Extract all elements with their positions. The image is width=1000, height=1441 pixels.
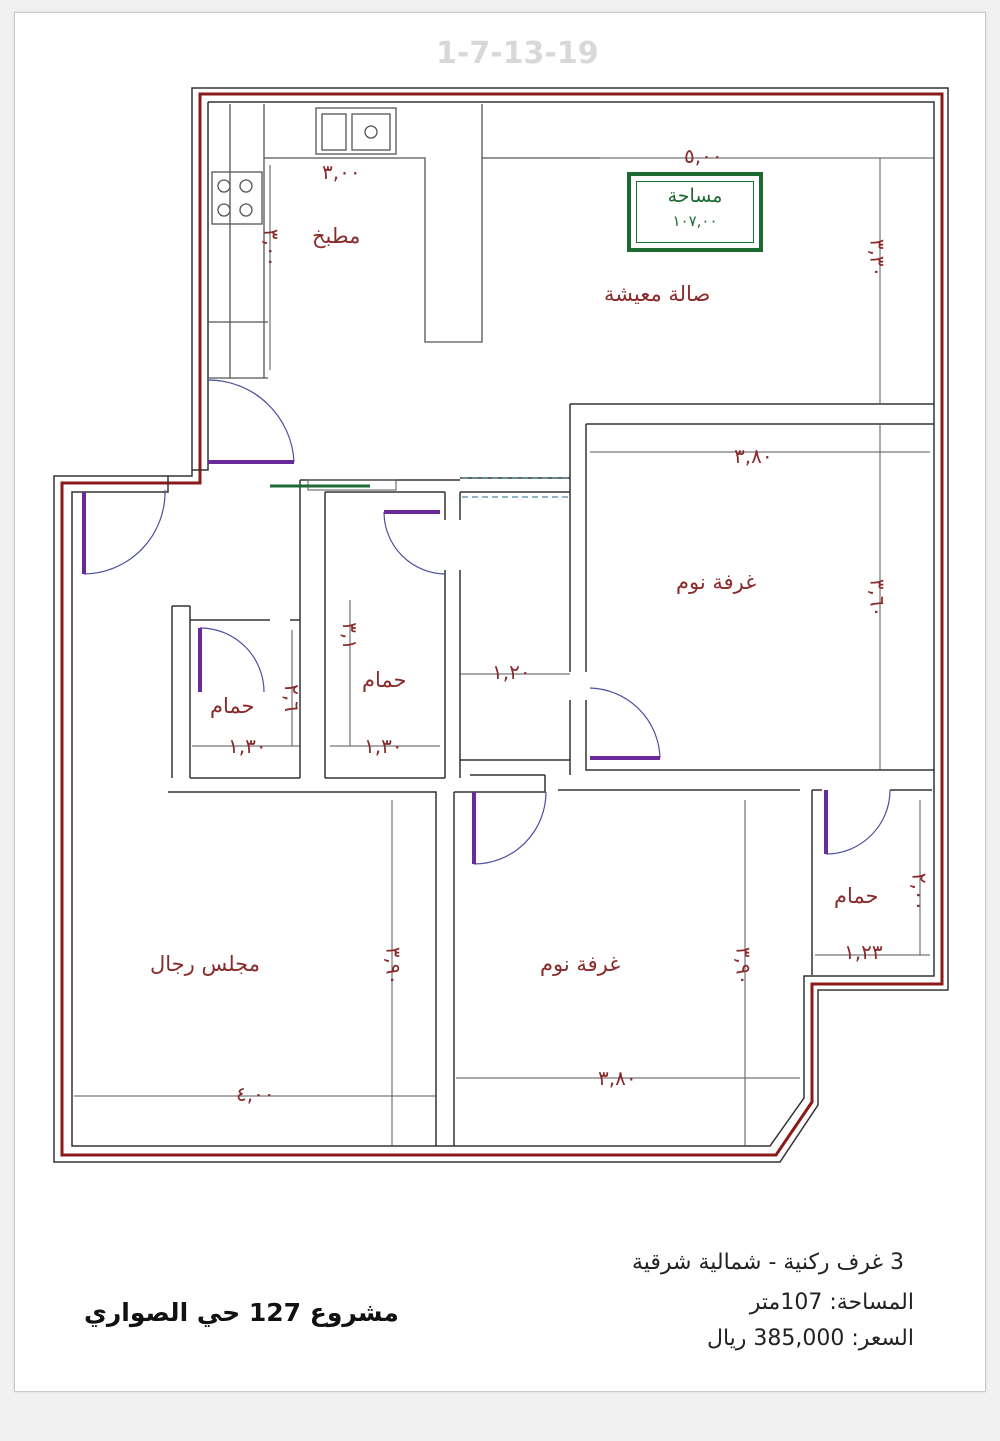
outer-wall bbox=[53, 87, 949, 1163]
dimension-lines bbox=[74, 157, 934, 1146]
dim-bath-3-width: ١,٢٣ bbox=[844, 940, 883, 964]
dim-bath-3-height: ٢,٠٠ bbox=[907, 872, 932, 912]
doors bbox=[82, 379, 891, 865]
dim-living-height: ٣,٣٠ bbox=[865, 238, 890, 278]
room-label-kitchen: مطبخ bbox=[312, 224, 361, 248]
dim-bedroom-2-height: ٣,٩٠ bbox=[731, 946, 756, 986]
room-label-bedroom-1: غرفة نوم bbox=[676, 570, 757, 594]
dim-bedroom-1-width: ٣,٨٠ bbox=[734, 444, 773, 468]
info-price: السعر: 385,000 ريال bbox=[706, 1326, 914, 1351]
room-label-bath-3: حمام bbox=[834, 884, 879, 908]
kitchen-counter bbox=[208, 104, 600, 379]
dim-bedroom-2-width: ٣,٨٠ bbox=[598, 1066, 637, 1090]
dim-bath-1-height: ٢,٦ bbox=[279, 684, 304, 712]
dim-bath-1-width: ١,٣٠ bbox=[228, 734, 267, 758]
room-label-majlis: مجلس رجال bbox=[150, 952, 260, 976]
outer-wall-inner bbox=[71, 101, 935, 1147]
project-name: مشروع 127 حي الصواري bbox=[84, 1298, 399, 1327]
room-label-bath-2: حمام bbox=[362, 668, 407, 692]
dim-living-width: ٥,٠٠ bbox=[684, 144, 723, 168]
dim-kitchen-width: ٣,٠٠ bbox=[322, 160, 361, 184]
room-label-bath-1: حمام bbox=[210, 694, 255, 718]
plan-code: 1-7-13-19 bbox=[436, 36, 599, 71]
room-label-bedroom-2: غرفة نوم bbox=[540, 952, 621, 976]
dim-corridor-width: ١,٢٠ bbox=[492, 660, 531, 684]
area-value: ١٠٧,٠٠ bbox=[672, 212, 718, 230]
area-box: مساحة ١٠٧,٠٠ bbox=[627, 172, 763, 252]
info-area: المساحة: 107متر bbox=[749, 1290, 914, 1315]
area-label: مساحة bbox=[667, 185, 723, 207]
dim-bath-2-height: ٣,١ bbox=[337, 622, 362, 650]
opening-dashed bbox=[462, 477, 568, 498]
info-rooms: 3 غرف ركنية - شمالية شرقية bbox=[631, 1250, 904, 1275]
outer-wall-red bbox=[60, 92, 944, 1157]
dim-bath-2-width: ١,٣٠ bbox=[364, 734, 403, 758]
room-label-living: صالة معيشة bbox=[604, 282, 711, 306]
dim-bedroom-1-height: ٣,٦٠ bbox=[865, 578, 890, 618]
interior-walls bbox=[168, 403, 934, 1146]
dim-majlis-height: ٣,٩٠ bbox=[381, 946, 406, 986]
dim-majlis-width: ٤,٠٠ bbox=[236, 1082, 275, 1106]
dim-kitchen-height: ٣,٠٠ bbox=[259, 228, 284, 268]
